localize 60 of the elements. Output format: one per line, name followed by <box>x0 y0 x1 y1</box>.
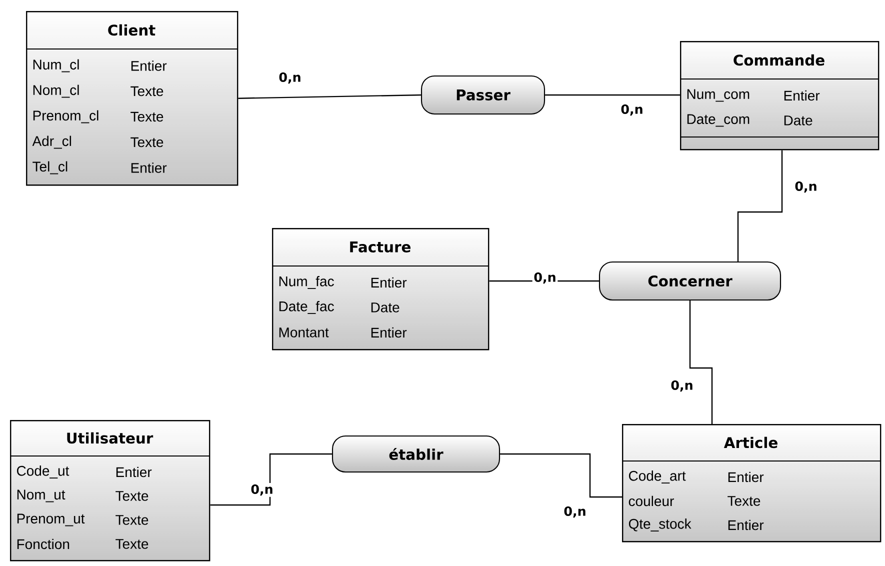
attribute-type: Texte <box>116 491 148 501</box>
attribute-name: Fonction <box>17 538 70 550</box>
attribute-type: Texte <box>116 539 148 549</box>
attribute-type: Entier <box>131 162 167 173</box>
table-title: Utilisateur <box>67 432 154 444</box>
entity-table <box>680 41 880 150</box>
attribute-name: Tel_cl <box>32 161 68 174</box>
cardinality-label: 0,n <box>671 380 692 392</box>
table-title: Commande <box>734 54 824 66</box>
attribute-type: Entier <box>728 520 764 530</box>
entity-table <box>622 424 882 542</box>
attribute-name: Code_art <box>628 470 686 484</box>
connector-line <box>689 300 713 424</box>
attribute-type: Texte <box>130 86 164 96</box>
entity-table <box>10 420 210 562</box>
attribute-type: Texte <box>728 496 760 506</box>
attribute-name: Num_fac <box>279 276 334 289</box>
cardinality-label: 0,n <box>795 181 816 193</box>
attribute-name: Montant <box>279 328 329 338</box>
connector-line <box>737 150 783 262</box>
attribute-type: Entier <box>728 472 764 482</box>
attribute-type: Entier <box>784 90 820 101</box>
attribute-name: Date_fac <box>279 301 334 314</box>
attribute-type: Date <box>371 302 400 312</box>
relationship-pill: établir <box>332 435 500 473</box>
attribute-type: Entier <box>131 60 167 71</box>
attribute-type: Texte <box>130 112 164 122</box>
entity-table <box>272 228 490 350</box>
attribute-type: Texte <box>130 137 164 148</box>
connector-line <box>210 453 332 506</box>
cardinality-label: 0,n <box>279 72 300 84</box>
attribute-type: Entier <box>371 277 407 288</box>
connector-line <box>545 94 680 96</box>
attribute-name: Qte_stock <box>628 518 692 532</box>
cardinality-label: 0,n <box>534 272 556 284</box>
connector-line <box>238 94 421 99</box>
attribute-name: Num_com <box>687 89 750 102</box>
cardinality-label: 0,n <box>251 484 272 496</box>
relationship-pill: Concerner <box>598 261 782 301</box>
attribute-name: Prenom_ut <box>17 514 85 526</box>
attribute-name: Code_ut <box>16 466 70 478</box>
cardinality-label: 0,n <box>564 506 586 518</box>
attribute-name: Nom_ut <box>17 490 66 502</box>
attribute-type: Entier <box>371 327 407 338</box>
relationship-pill: Passer <box>420 75 546 115</box>
attribute-name: couleur <box>628 496 674 506</box>
attribute-type: Texte <box>116 515 148 525</box>
table-title: Article <box>724 436 778 448</box>
table-title: Facture <box>350 242 410 252</box>
attribute-name: Date_com <box>687 114 750 127</box>
attribute-type: Date <box>784 116 812 126</box>
entity-table <box>26 11 238 186</box>
table-title: Client <box>108 24 156 36</box>
attribute-name: Num_cl <box>33 59 79 72</box>
attribute-name: Adr_cl <box>32 136 72 149</box>
cardinality-label: 0,n <box>621 104 642 116</box>
connector-line <box>500 453 622 498</box>
attribute-name: Nom_cl <box>33 84 79 98</box>
attribute-type: Entier <box>116 466 152 478</box>
attribute-name: Prenom_cl <box>33 110 98 124</box>
